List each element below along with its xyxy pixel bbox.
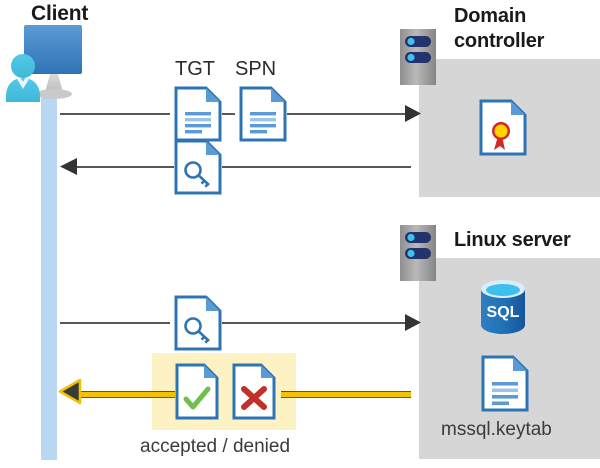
label-accepted-denied: accepted / denied [140, 436, 291, 457]
flow-2-line-left [76, 166, 174, 168]
page-title-client: Client [31, 2, 89, 25]
flow-3-line-left [60, 322, 170, 324]
flow-3-arrowhead [405, 314, 421, 331]
label-tgt: TGT [175, 58, 215, 80]
spn-document-icon [239, 86, 287, 142]
flow-1-arrowhead [405, 105, 421, 122]
node-title-linux-server: Linux server [454, 229, 571, 251]
node-title-domain-controller-line2: controller [454, 30, 545, 52]
flow-3-line-right [222, 322, 411, 324]
server-rack-icon-linux-server [400, 225, 436, 281]
flow-4-arrowhead [58, 378, 82, 405]
flow-2-arrowhead [60, 158, 77, 175]
client-timeline-bar [41, 94, 57, 460]
flow-4-line-right [281, 391, 411, 398]
flow-4-line-left [75, 391, 175, 398]
flow-1-line-left [60, 113, 170, 115]
denied-document-icon [232, 363, 276, 420]
service-ticket-document-icon-dc [174, 139, 222, 195]
server-rack-icon-domain-controller [400, 29, 436, 85]
node-title-domain-controller-line1: Domain [454, 5, 527, 27]
client-icon [6, 25, 98, 102]
accepted-document-icon [175, 363, 219, 420]
service-ticket-document-icon-linux [174, 295, 222, 351]
flow-1-line-right [287, 113, 411, 115]
sql-database-label: SQL [487, 304, 520, 321]
label-mssql-keytab: mssql.keytab [441, 419, 552, 440]
flow-1-line-mid [222, 113, 235, 115]
tgt-document-icon [174, 86, 222, 142]
certificate-document-icon [479, 99, 527, 156]
keytab-document-icon [481, 355, 529, 412]
sql-database-icon: SQL [478, 279, 528, 335]
node-title-domain-controller: Domain controller [454, 4, 600, 54]
flow-2-line-right [222, 166, 411, 168]
label-spn: SPN [235, 58, 277, 80]
